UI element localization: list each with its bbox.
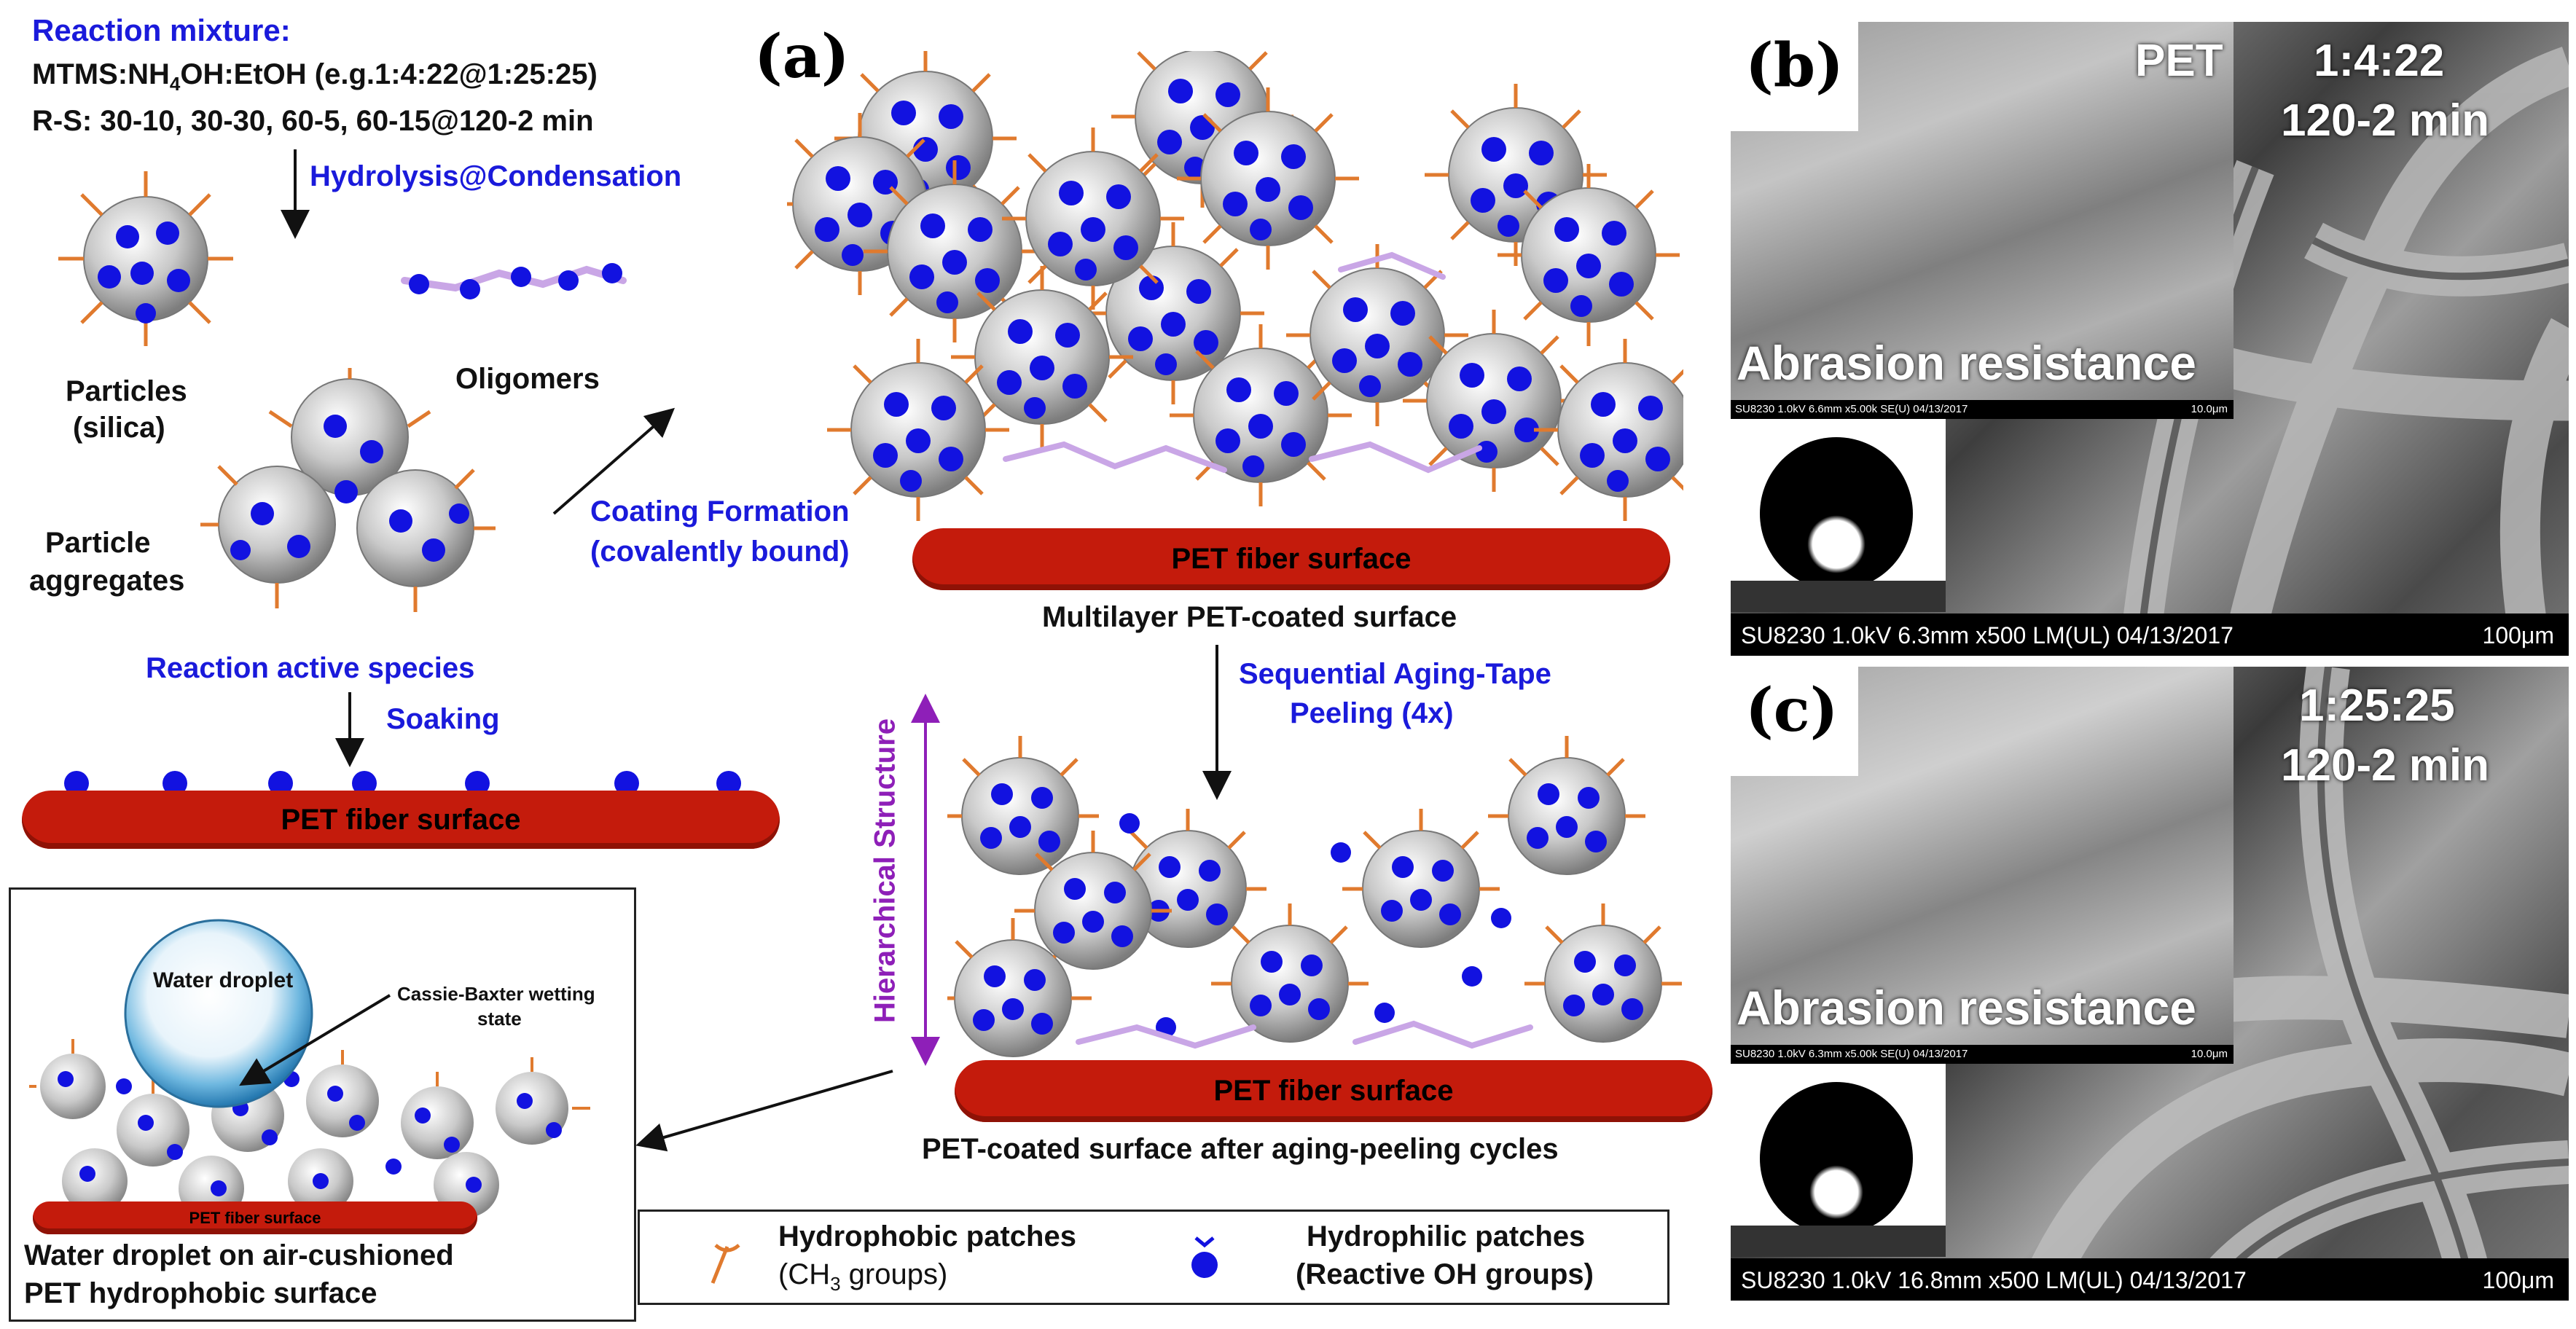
reaction-ratio-subscript: 4 — [169, 73, 181, 95]
hydrophobic-patch-icon — [710, 1244, 740, 1284]
silica-particle — [58, 171, 233, 346]
sem-c-infobar: SU8230 1.0kV 16.8mm x500 LM(UL) 04/13/20… — [1731, 1258, 2569, 1301]
pet-fiber-surface-inset: PET fiber surface — [33, 1201, 477, 1234]
sem-b-ratio: 1:4:22 — [2314, 36, 2445, 86]
hydrophobic-legend-2-subscript: 3 — [830, 1273, 841, 1295]
sem-b-baseline — [1731, 581, 1946, 612]
sem-b-info: SU8230 1.0kV 6.3mm x500 LM(UL) 04/13/201… — [1741, 622, 2234, 648]
sem-b-infobar: SU8230 1.0kV 6.3mm x500 LM(UL) 04/13/201… — [1731, 613, 2569, 656]
panel-label-b: (b) — [1745, 31, 1844, 101]
panel-label-c: (c) — [1745, 675, 1839, 745]
hydrophobic-legend-2: (CH3 groups) — [778, 1258, 947, 1295]
panel-label-a: (a) — [754, 22, 850, 92]
particles-label-2: (silica) — [73, 412, 165, 444]
left-column-arrows — [281, 149, 676, 767]
sem-c-info: SU8230 1.0kV 16.8mm x500 LM(UL) 04/13/20… — [1741, 1267, 2247, 1293]
covalently-bound-label: (covalently bound) — [590, 536, 850, 568]
sem-c-baseline — [1731, 1226, 1946, 1257]
pet-fiber-surface-bottom: PET fiber surface — [955, 1060, 1712, 1122]
sem-c-inset-infobar: SU8230 1.0kV 6.3mm x5.00k SE(U) 04/13/20… — [1731, 1045, 2234, 1064]
active-species-row — [64, 771, 741, 796]
sem-panel-b: SU8230 1.0kV 6.6mm x5.00k SE(U) 04/13/20… — [1731, 22, 2569, 656]
sem-b-inset-info: SU8230 1.0kV 6.6mm x5.00k SE(U) 04/13/20… — [1735, 403, 1968, 415]
legend: Hydrophobic patches (CH3 groups) Hydroph… — [638, 1210, 1669, 1305]
rs-conditions: R-S: 30-10, 30-30, 60-5, 60-15@120-2 min — [32, 105, 594, 137]
sem-c-contact-angle — [1731, 1064, 1946, 1257]
pet-fiber-surface-bottom-label: PET fiber surface — [1213, 1075, 1454, 1107]
sem-c-abrasion: Abrasion resistance — [1737, 981, 2196, 1035]
hydrophilic-patch-icon — [1191, 1236, 1218, 1278]
inset-caption-2: PET hydrophobic surface — [24, 1277, 377, 1309]
reaction-ratio-suffix: OH:EtOH (e.g.1:4:22@1:25:25) — [180, 58, 598, 90]
pet-fiber-surface-left-label: PET fiber surface — [281, 804, 521, 836]
coating-arrow — [552, 407, 676, 515]
reaction-mixture-title: Reaction mixture: — [32, 13, 291, 47]
pet-fiber-surface-top-label: PET fiber surface — [1171, 543, 1412, 575]
pet-fiber-surface-top: PET fiber surface — [912, 528, 1670, 590]
sem-b-inset-scale: 10.0μm — [2191, 403, 2228, 415]
multilayer-caption: Multilayer PET-coated surface — [1042, 601, 1457, 633]
sem-b-time: 120-2 min — [2281, 95, 2490, 146]
sem-b-abrasion: Abrasion resistance — [1737, 336, 2196, 390]
panel-label-b-box: (b) — [1731, 22, 1858, 131]
sem-c-droplet — [1760, 1082, 1913, 1235]
reaction-ratio: MTMS:NH4OH:EtOH (e.g.1:4:22@1:25:25) — [32, 58, 598, 95]
sequential-arrow — [1202, 645, 1232, 800]
reaction-ratio-prefix: MTMS:NH — [32, 58, 170, 90]
after-cycles-caption: PET-coated surface after aging-peeling c… — [922, 1133, 1559, 1165]
particles-label-1: Particles — [66, 375, 187, 407]
hydrophilic-legend-1: Hydrophilic patches — [1307, 1220, 1586, 1252]
hydrophilic-legend-2: (Reactive OH groups) — [1296, 1258, 1594, 1290]
water-droplet-label: Water droplet — [153, 968, 294, 992]
oligomers-label: Oligomers — [455, 363, 600, 395]
sem-c-time: 120-2 min — [2281, 740, 2490, 791]
to-inset-arrow — [635, 1070, 893, 1152]
inset-caption-1: Water droplet on air-cushioned — [24, 1239, 454, 1271]
sem-b-scale: 100μm — [2482, 622, 2554, 648]
sequential-aging-label-1: Sequential Aging-Tape — [1239, 658, 1551, 690]
hierarchical-double-arrow — [911, 694, 940, 1066]
cassie-baxter-label-2: state — [477, 1008, 522, 1030]
soaking-label: Soaking — [386, 703, 500, 735]
pet-fiber-surface-left: PET fiber surface — [22, 791, 780, 849]
hydrophobic-legend-2-prefix: (CH — [778, 1258, 831, 1290]
oligomer-chain — [401, 263, 627, 299]
hydrophobic-legend-1: Hydrophobic patches — [778, 1220, 1076, 1252]
sequential-aging-label-2: Peeling (4x) — [1290, 697, 1454, 729]
sem-b-pet-label: PET — [2135, 36, 2223, 86]
pet-fiber-surface-inset-label: PET fiber surface — [189, 1209, 321, 1227]
cassie-baxter-inset: Water droplet Cassie-Baxter wetting stat… — [9, 887, 636, 1322]
aged-coating — [947, 736, 1712, 1078]
cassie-baxter-arrow — [239, 994, 391, 1086]
sem-b-inset-infobar: SU8230 1.0kV 6.6mm x5.00k SE(U) 04/13/20… — [1731, 400, 2234, 419]
sem-b-contact-angle — [1731, 419, 1946, 612]
hydrolysis-label: Hydrolysis@Condensation — [310, 160, 682, 192]
sem-c-ratio: 1:25:25 — [2299, 681, 2455, 731]
hierarchical-structure-label: Hierarchical Structure — [869, 718, 901, 1023]
panel-label-c-box: (c) — [1731, 667, 1858, 776]
multilayer-coating — [787, 51, 1683, 546]
hydrophobic-legend-2-suffix: groups) — [840, 1258, 948, 1290]
cassie-baxter-label-1: Cassie-Baxter wetting — [397, 983, 595, 1005]
aggregates-label-2: aggregates — [29, 565, 185, 597]
sem-b-droplet — [1760, 437, 1913, 590]
sem-c-scale: 100μm — [2482, 1267, 2554, 1293]
coating-formation-label: Coating Formation — [590, 495, 850, 528]
sem-c-inset-info: SU8230 1.0kV 6.3mm x5.00k SE(U) 04/13/20… — [1735, 1048, 1968, 1060]
aggregates-label-1: Particle — [45, 527, 151, 559]
sem-panel-c: SU8230 1.0kV 6.3mm x5.00k SE(U) 04/13/20… — [1731, 667, 2569, 1301]
reaction-active-species-label: Reaction active species — [146, 652, 475, 684]
particle-aggregate — [200, 368, 496, 612]
sem-c-inset-scale: 10.0μm — [2191, 1048, 2228, 1060]
